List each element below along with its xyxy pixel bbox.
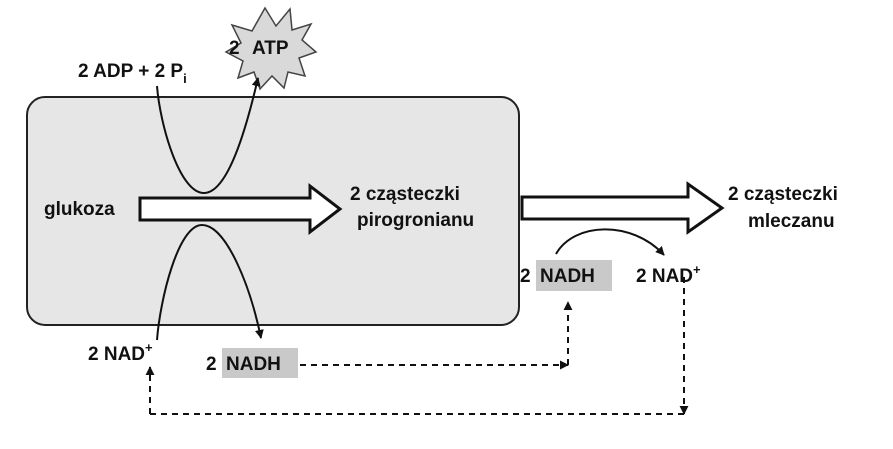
atp-prefix-label: 2 xyxy=(229,38,240,59)
nadh-to-nad-curve-right xyxy=(555,228,665,256)
nad-left-label: 2 NAD+ xyxy=(88,340,153,365)
pyruvate-to-lactate-arrow xyxy=(520,181,725,235)
nadh-right-highlight xyxy=(536,260,612,291)
atp-starburst-icon xyxy=(224,6,318,91)
glucose-to-pyruvate-arrow xyxy=(138,182,343,236)
lactate-label-line2: mleczanu xyxy=(748,211,835,232)
nadh-left-highlight xyxy=(222,348,298,378)
adp-to-atp-curve xyxy=(156,77,261,195)
pyruvate-label-line2: pirogronianu xyxy=(357,210,474,231)
lactate-label-line1: 2 cząsteczki xyxy=(728,184,838,205)
nad-to-nadh-curve-left xyxy=(156,223,264,341)
pyruvate-label-line1: 2 cząsteczki xyxy=(350,184,460,205)
nadh-left-label: NADH xyxy=(226,354,281,375)
atp-label: ATP xyxy=(252,38,289,59)
nadh-right-number: 2 xyxy=(520,266,531,287)
glucose-label: glukoza xyxy=(44,199,115,220)
nad-right-label: 2 NAD+ xyxy=(636,262,701,287)
adp-label: 2 ADP + 2 Pi xyxy=(78,61,187,86)
nadh-right-label: NADH xyxy=(540,266,595,287)
nadh-left-number: 2 xyxy=(206,354,217,375)
